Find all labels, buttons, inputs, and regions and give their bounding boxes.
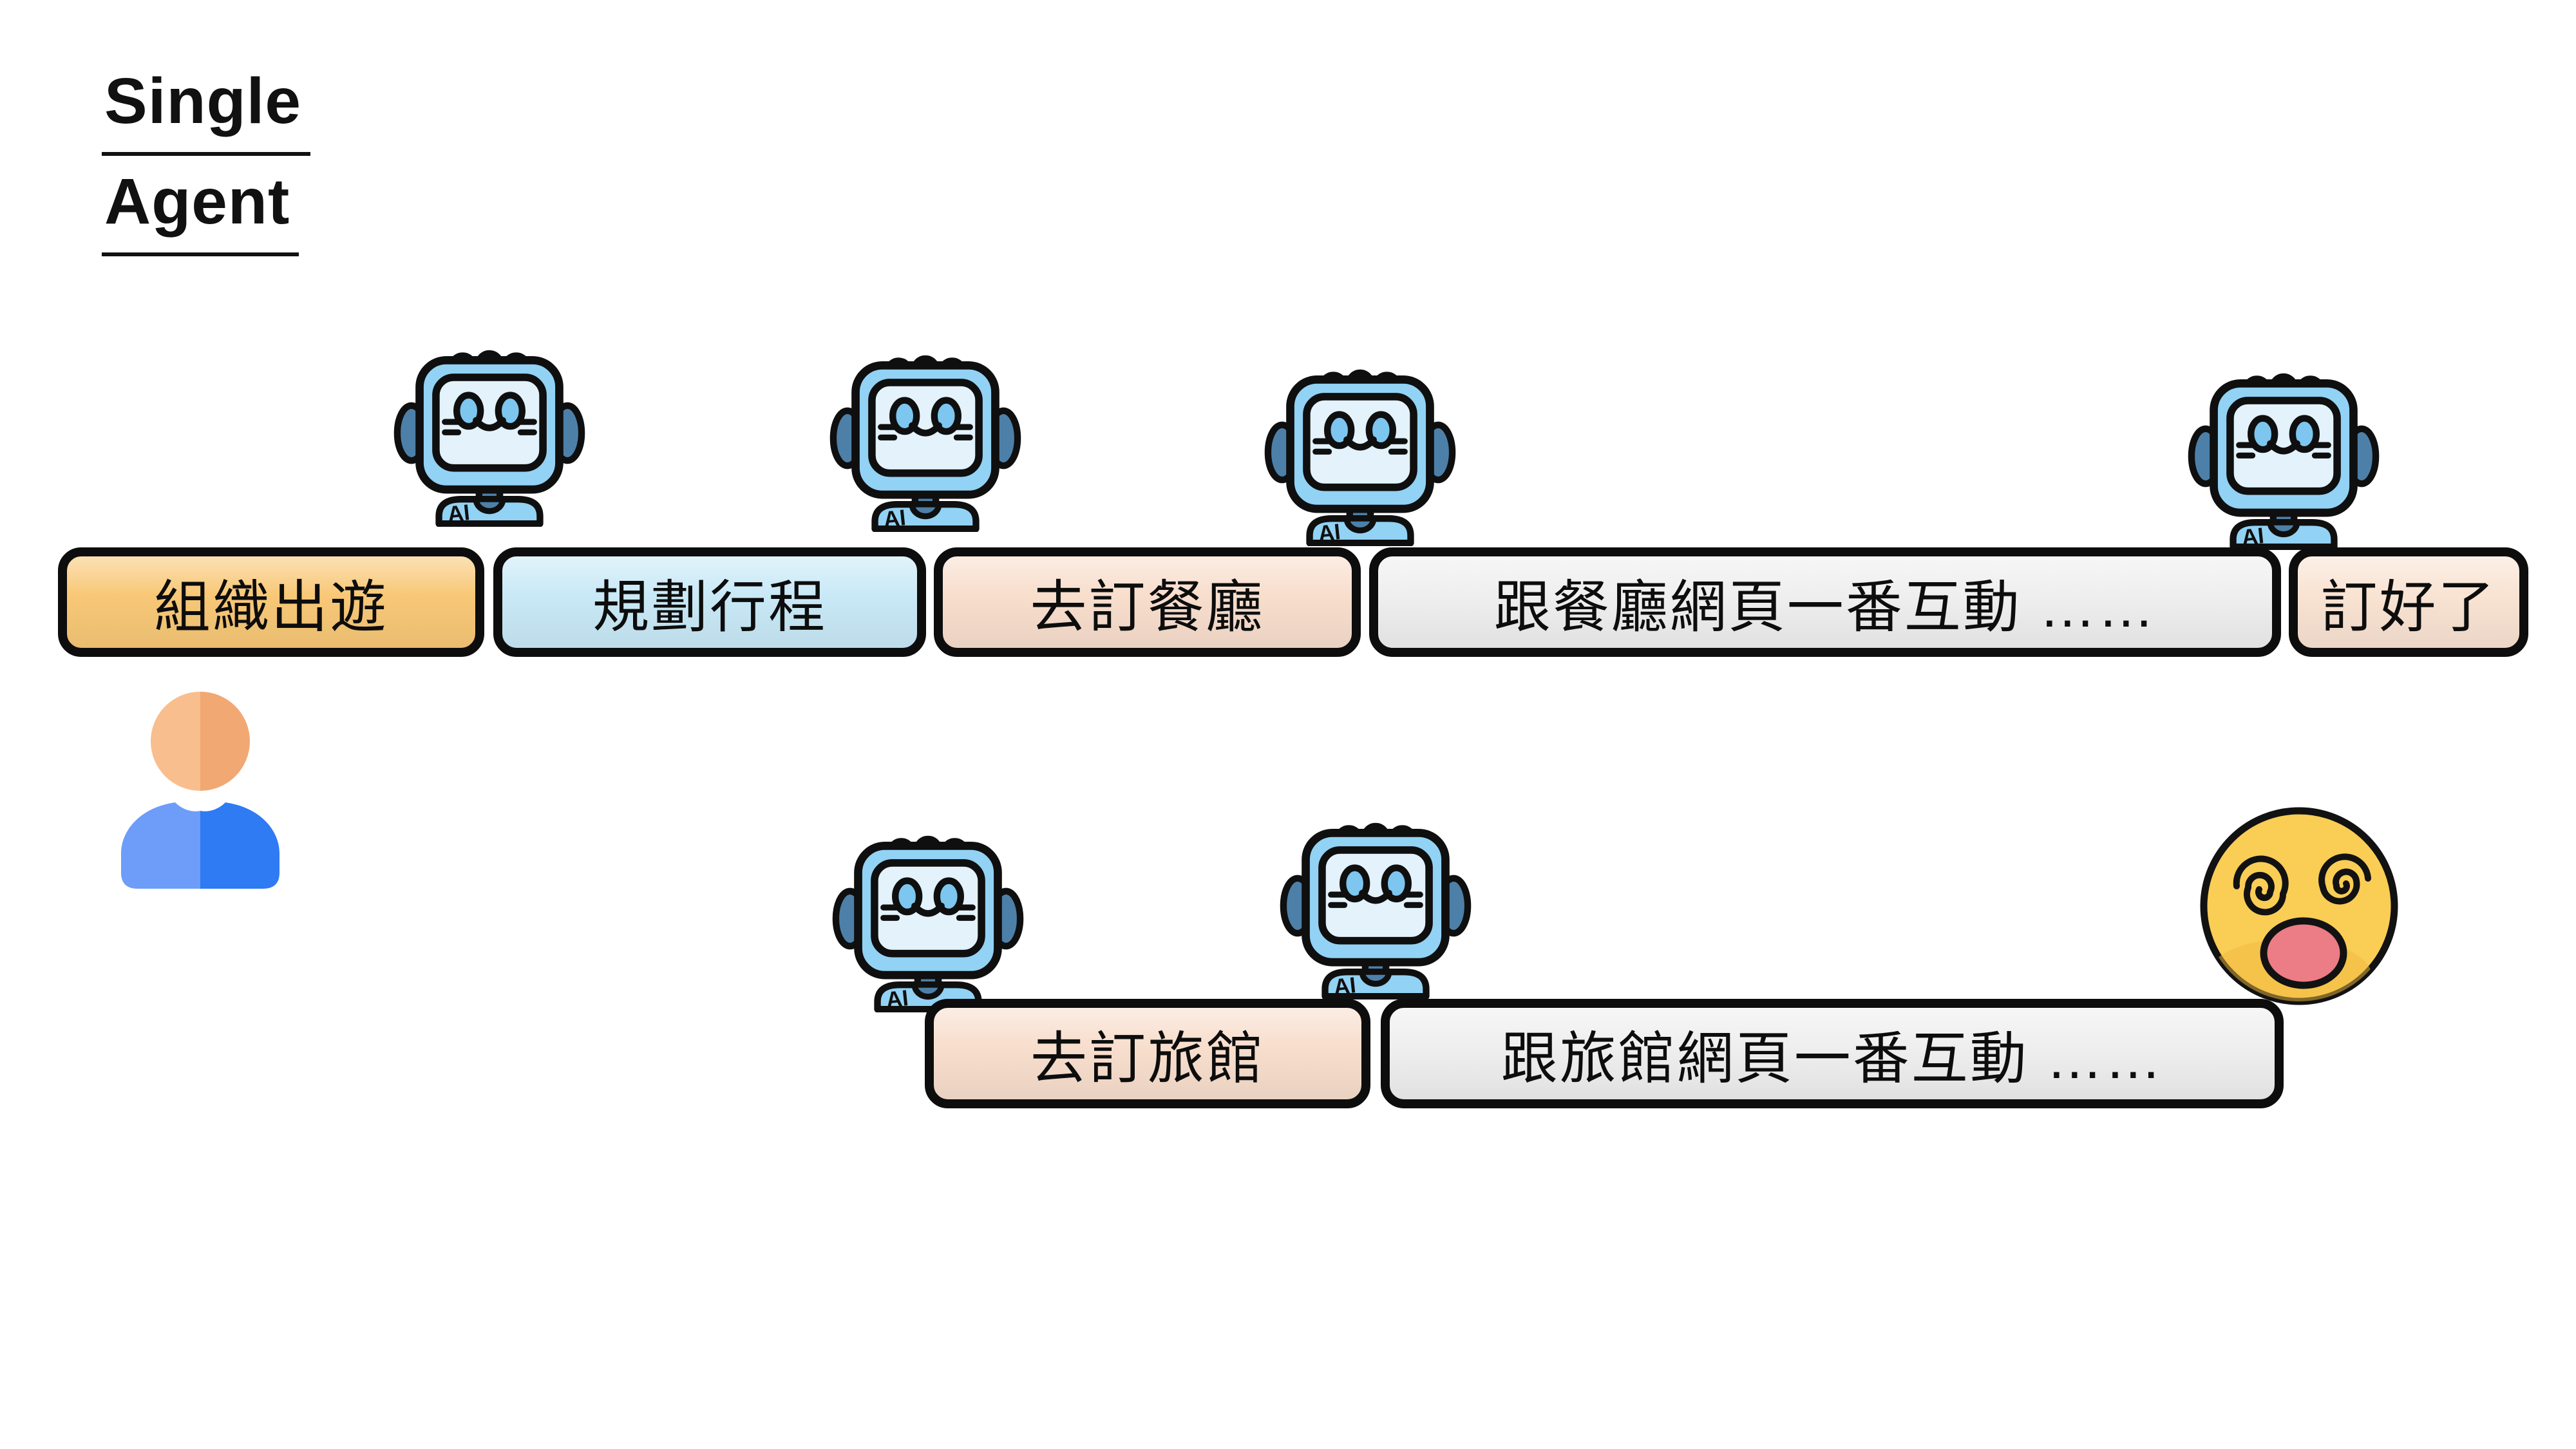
ai-robot-icon: AI xyxy=(1264,354,1457,546)
title-line-2: Agent xyxy=(102,156,310,256)
dizzy-face-icon xyxy=(2193,801,2405,1014)
step-label: 訂好了 xyxy=(2320,574,2497,639)
step-label: 去訂旅館 xyxy=(1030,1026,1265,1090)
robot-cheek-lines xyxy=(2236,442,2331,459)
robot-cheek-lines xyxy=(880,904,976,921)
robot-cheek-lines xyxy=(1312,438,1408,455)
step-label: 跟旅館網頁一番互動 …… xyxy=(1501,1026,2164,1090)
robot-neck-notch xyxy=(909,501,942,520)
step-restaurant-web-interaction: 跟餐廳網頁一番互動 …… xyxy=(1369,547,2281,657)
robot-cheek-lines xyxy=(878,424,973,440)
step-plan-itinerary: 規劃行程 xyxy=(493,547,926,657)
step-label: 規劃行程 xyxy=(592,574,827,639)
robot-smile xyxy=(1359,889,1392,904)
step-label: 去訂餐廳 xyxy=(1030,574,1265,639)
dizzy-spiral-eye-left xyxy=(2233,855,2289,916)
page-title: Single Agent xyxy=(102,55,311,256)
ai-robot-icon: AI xyxy=(1279,808,1472,999)
robot-cheek-lines xyxy=(1328,891,1423,908)
robot-neck-notch xyxy=(2267,519,2300,538)
ai-robot-icon: AI xyxy=(393,335,586,527)
robot-ai-badge: AI xyxy=(1317,520,1341,546)
robot-ai-badge: AI xyxy=(2240,524,2265,550)
dizzy-spiral-eye-right xyxy=(2318,853,2371,905)
user-head-right xyxy=(200,692,250,791)
robot-smile xyxy=(2267,440,2300,455)
step-organize-trip: 組織出遊 xyxy=(58,547,484,657)
robot-smile xyxy=(909,422,942,437)
robot-ai-badge: AI xyxy=(885,986,909,1012)
robot-ai-badge: AI xyxy=(1332,973,1357,999)
step-label: 跟餐廳網頁一番互動 …… xyxy=(1493,574,2157,639)
step-label: 組織出遊 xyxy=(153,574,388,639)
user-body-left xyxy=(121,802,200,889)
robot-ai-badge: AI xyxy=(882,506,907,532)
robot-neck-notch xyxy=(473,496,506,515)
step-book-hotel: 去訂旅館 xyxy=(925,999,1370,1108)
robot-neck-notch xyxy=(1359,969,1392,987)
ai-robot-icon: AI xyxy=(829,340,1022,532)
user-icon xyxy=(113,684,287,896)
title-text-agent: Agent xyxy=(102,156,299,256)
ai-robot-icon: AI xyxy=(2187,358,2380,550)
dizzy-mouth xyxy=(2260,917,2347,989)
robot-cheek-lines xyxy=(442,419,537,435)
robot-neck-notch xyxy=(1343,515,1377,534)
robot-smile xyxy=(473,417,506,431)
robot-smile xyxy=(911,902,945,917)
robot-ai-badge: AI xyxy=(446,500,471,527)
robot-neck-notch xyxy=(911,981,945,1000)
user-head-left xyxy=(151,692,200,791)
robot-smile xyxy=(1343,436,1377,451)
step-hotel-web-interaction: 跟旅館網頁一番互動 …… xyxy=(1381,999,2284,1108)
title-line-1: Single xyxy=(102,55,311,156)
step-book-restaurant: 去訂餐廳 xyxy=(934,547,1361,657)
title-text-single: Single xyxy=(102,55,311,156)
step-booked: 訂好了 xyxy=(2289,547,2528,657)
user-body-right xyxy=(200,802,279,889)
ai-robot-icon: AI xyxy=(831,820,1025,1012)
